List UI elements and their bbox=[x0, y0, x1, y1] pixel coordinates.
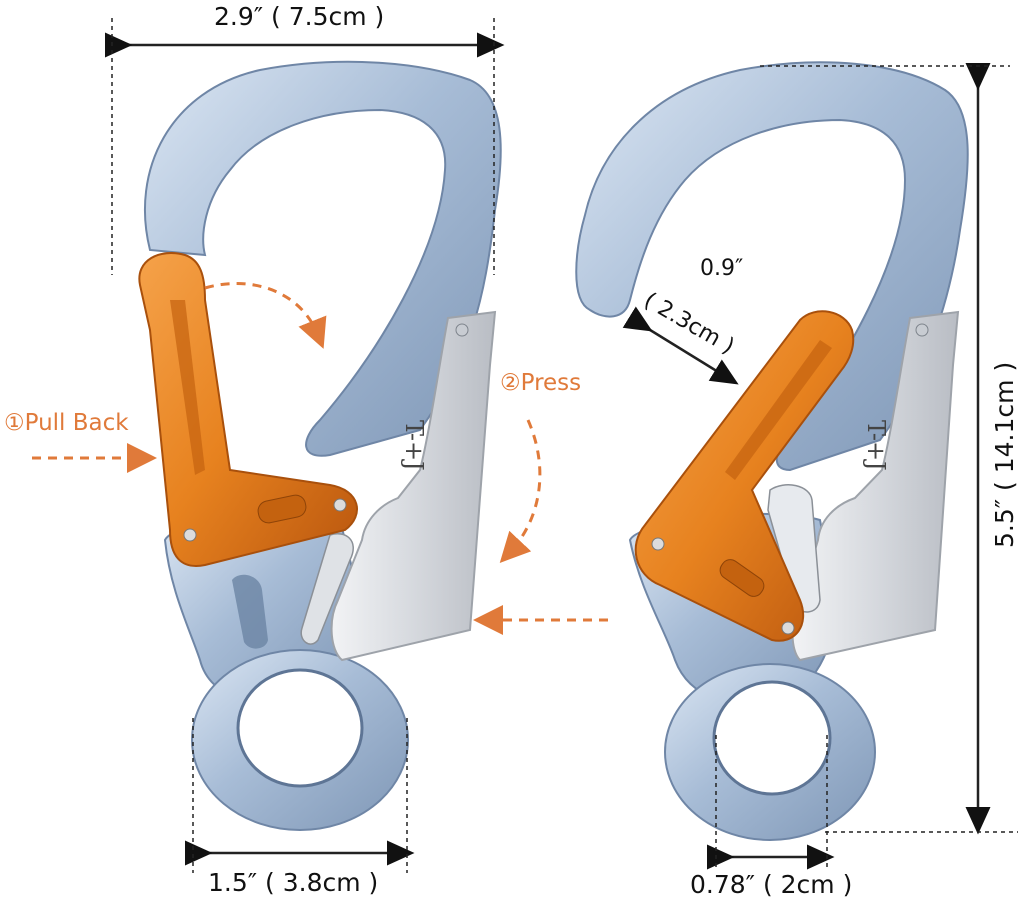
carabiner-right-orange-gate bbox=[634, 310, 855, 642]
carabiner-left-gate-groove bbox=[170, 300, 205, 475]
label-gate-opening-line1: 0.9″ bbox=[700, 256, 744, 281]
carabiner-right-eye-hole bbox=[712, 680, 832, 796]
carabiner-left-gate-rivet-2 bbox=[333, 498, 347, 512]
carabiner-left-latch bbox=[300, 533, 354, 645]
logo-right: T-+J bbox=[862, 420, 890, 471]
logo-left: T-+J bbox=[400, 420, 428, 471]
carabiner-left-body bbox=[143, 60, 502, 457]
press-curve-arrow bbox=[499, 419, 542, 563]
carabiner-right-steel-plate bbox=[791, 310, 960, 662]
carabiner-right-gate-slot bbox=[719, 559, 765, 597]
carabiner-left-gate-rivet-1 bbox=[183, 528, 197, 542]
carabiner-right-gate-groove bbox=[725, 340, 832, 480]
carabiner-left-slot bbox=[232, 574, 268, 649]
pull-back-curve-arrow bbox=[204, 281, 327, 349]
dimension-gate-opening-line bbox=[622, 306, 739, 385]
label-bottom-width: 1.5″ ( 3.8cm ) bbox=[208, 868, 379, 897]
label-step-press: ②Press bbox=[500, 370, 582, 396]
carabiner-left bbox=[138, 60, 502, 831]
carabiner-left-gate-slot bbox=[257, 494, 307, 524]
label-eye-hole: 0.78″ ( 2cm ) bbox=[690, 870, 853, 899]
label-step-pull-back: ①Pull Back bbox=[4, 410, 129, 436]
carabiner-left-eye-hole bbox=[236, 668, 364, 788]
label-top-width: 2.9″ ( 7.5cm ) bbox=[214, 2, 385, 31]
carabiner-left-steel-plate bbox=[330, 310, 497, 662]
carabiner-right-gate-rivet-2 bbox=[781, 621, 795, 635]
carabiner-left-orange-gate bbox=[138, 252, 358, 567]
carabiner-right-body bbox=[575, 61, 969, 472]
carabiner-left-rivet bbox=[455, 323, 469, 337]
action-arrows bbox=[32, 281, 608, 635]
carabiner-right-rivet bbox=[915, 323, 929, 337]
dimension-lines bbox=[105, 18, 1018, 873]
label-height: 5.5″ ( 14.1cm ) bbox=[990, 361, 1019, 548]
carabiner-right-gate-rivet-1 bbox=[651, 537, 665, 551]
carabiner-right bbox=[575, 61, 969, 841]
